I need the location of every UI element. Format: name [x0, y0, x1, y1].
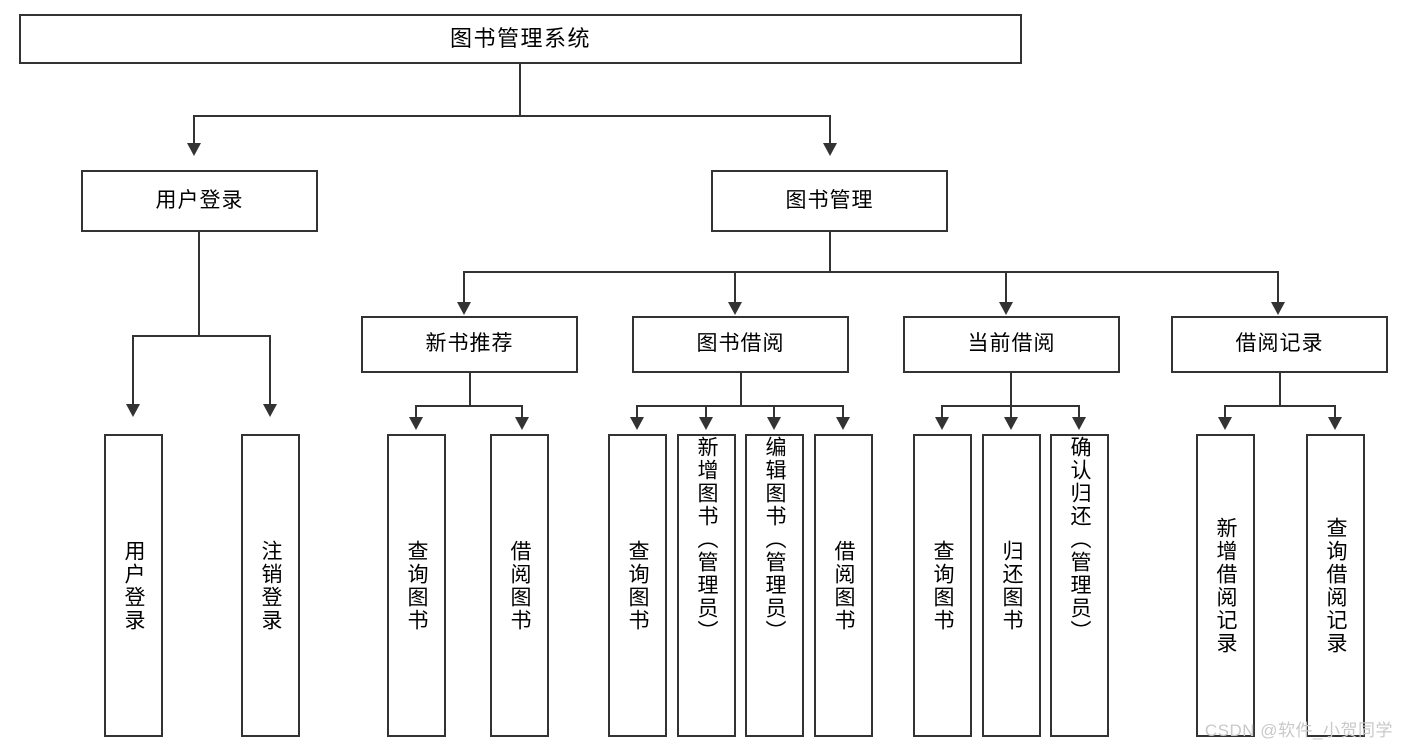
connector-br-to-leaf-1	[1224, 405, 1226, 419]
node-label: 新增借阅记录	[1214, 516, 1237, 655]
arrow-nbr-to-leaf-1	[409, 417, 423, 430]
node-label: 确认归还（管理员）	[1068, 436, 1091, 643]
connector-root-bus	[193, 115, 831, 117]
arrow-bb-to-leaf-1	[630, 417, 644, 430]
connector-bb-to-leaf-1	[636, 405, 638, 419]
node-label: 归还图书	[1000, 539, 1023, 632]
connector-user-login-trunk	[198, 232, 200, 336]
node-label: 借阅图书	[832, 539, 855, 632]
node-label: 图书借阅	[696, 332, 785, 356]
connector-book-management-trunk	[829, 232, 831, 272]
node-label: 当前借阅	[967, 332, 1056, 356]
connector-nbr-to-leaf-1	[415, 405, 417, 419]
leaf-cb-return-book[interactable]: 归还图书	[982, 434, 1041, 737]
leaf-user-login-login[interactable]: 用户登录	[104, 434, 163, 737]
arrow-bm-to-book-borrow	[728, 302, 742, 315]
arrow-cb-to-leaf-2	[1004, 417, 1018, 430]
arrow-br-to-leaf-2	[1328, 417, 1342, 430]
node-label: 新书推荐	[425, 332, 514, 356]
leaf-bb-edit-book-admin[interactable]: 编辑图书（管理员）	[745, 434, 804, 737]
arrow-cb-to-leaf-1	[935, 417, 949, 430]
arrow-user-login-to-leaf-2	[263, 404, 277, 417]
leaf-bb-add-book-admin[interactable]: 新增图书（管理员）	[677, 434, 736, 737]
node-label: 用户登录	[122, 539, 145, 632]
arrow-bm-to-current-borrow	[999, 302, 1013, 315]
connector-cb-trunk	[1010, 373, 1012, 406]
connector-br-bus	[1224, 405, 1336, 407]
node-borrow-record[interactable]: 借阅记录	[1171, 316, 1388, 373]
leaf-bb-query-book[interactable]: 查询图书	[608, 434, 667, 737]
node-current-borrow[interactable]: 当前借阅	[903, 316, 1120, 373]
leaf-nbr-query-book[interactable]: 查询图书	[387, 434, 446, 737]
arrow-br-to-leaf-1	[1218, 417, 1232, 430]
connector-bm-to-current-borrow	[1005, 271, 1007, 304]
connector-root-to-book-management	[829, 115, 831, 145]
arrow-user-login-to-leaf-1	[126, 404, 140, 417]
node-label: 图书管理	[785, 188, 874, 212]
leaf-nbr-borrow-book[interactable]: 借阅图书	[490, 434, 549, 737]
leaf-br-query-record[interactable]: 查询借阅记录	[1306, 434, 1365, 737]
connector-bm-to-new-book	[463, 271, 465, 304]
arrow-root-to-book-management	[823, 143, 837, 156]
arrow-bm-to-new-book	[457, 302, 471, 315]
connector-br-to-leaf-2	[1334, 405, 1336, 419]
node-label: 查询图书	[626, 539, 649, 632]
node-label: 查询图书	[931, 539, 954, 632]
csdn-watermark: CSDN @软件_小贺同学	[1204, 721, 1393, 740]
connector-bb-trunk	[740, 373, 742, 406]
connector-bm-to-borrow-record	[1277, 271, 1279, 304]
arrow-cb-to-leaf-3	[1072, 417, 1086, 430]
leaf-br-add-record[interactable]: 新增借阅记录	[1196, 434, 1255, 737]
leaf-cb-query-book[interactable]: 查询图书	[913, 434, 972, 737]
leaf-user-login-logout[interactable]: 注销登录	[241, 434, 300, 737]
node-label: 用户登录	[155, 188, 244, 212]
node-label: 借阅图书	[508, 539, 531, 632]
connector-root-trunk	[519, 64, 521, 116]
connector-nbr-trunk	[469, 373, 471, 406]
connector-book-management-bus	[463, 271, 1279, 273]
connector-br-trunk	[1279, 373, 1281, 406]
node-label: 编辑图书（管理员）	[763, 436, 786, 643]
node-root-book-management-system[interactable]: 图书管理系统	[19, 14, 1022, 64]
connector-nbr-bus	[415, 405, 523, 407]
node-label: 借阅记录	[1235, 332, 1324, 356]
connector-user-login-bus	[132, 335, 270, 337]
node-label: 注销登录	[259, 539, 282, 632]
arrow-bb-to-leaf-4	[836, 417, 850, 430]
node-label: 新增图书（管理员）	[695, 436, 718, 643]
connector-cb-to-leaf-3	[1078, 405, 1080, 419]
node-label: 图书管理系统	[449, 26, 591, 52]
connector-nbr-to-leaf-2	[521, 405, 523, 419]
connector-cb-to-leaf-1	[941, 405, 943, 419]
arrow-bb-to-leaf-3	[767, 417, 781, 430]
leaf-bb-borrow-book[interactable]: 借阅图书	[814, 434, 873, 737]
node-label: 查询图书	[405, 539, 428, 632]
arrow-bm-to-borrow-record	[1271, 302, 1285, 315]
leaf-cb-confirm-return-admin[interactable]: 确认归还（管理员）	[1050, 434, 1109, 737]
connector-bb-bus	[636, 405, 844, 407]
arrow-bb-to-leaf-2	[699, 417, 713, 430]
connector-bb-to-leaf-2	[705, 405, 707, 419]
node-user-login[interactable]: 用户登录	[81, 170, 318, 232]
connector-root-to-user-login	[193, 115, 195, 145]
node-new-book-recommend[interactable]: 新书推荐	[361, 316, 578, 373]
connector-cb-to-leaf-2	[1010, 405, 1012, 419]
node-label: 查询借阅记录	[1324, 516, 1347, 655]
connector-bm-to-book-borrow	[734, 271, 736, 304]
connector-bb-to-leaf-4	[842, 405, 844, 419]
connector-bb-to-leaf-3	[773, 405, 775, 419]
arrow-root-to-user-login	[187, 143, 201, 156]
connector-user-login-to-leaf-2	[269, 335, 271, 406]
node-book-management[interactable]: 图书管理	[711, 170, 948, 232]
connector-user-login-to-leaf-1	[132, 335, 134, 406]
arrow-nbr-to-leaf-2	[515, 417, 529, 430]
node-book-borrow[interactable]: 图书借阅	[632, 316, 849, 373]
